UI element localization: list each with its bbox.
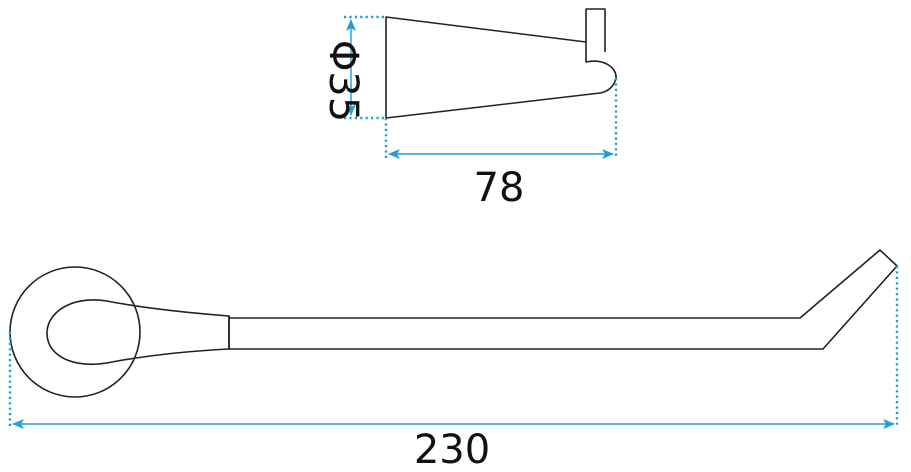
diameter-label: Φ35 bbox=[320, 40, 366, 122]
side-view-post bbox=[585, 8, 606, 52]
front-view: 230 bbox=[8, 249, 899, 472]
hook-body bbox=[46, 299, 230, 366]
side-view: Φ35 78 bbox=[320, 8, 618, 211]
depth-label: 78 bbox=[474, 165, 525, 211]
base-plate bbox=[9, 266, 141, 398]
towel-arm bbox=[229, 249, 898, 350]
side-view-body bbox=[385, 16, 617, 119]
length-label: 230 bbox=[414, 427, 490, 472]
